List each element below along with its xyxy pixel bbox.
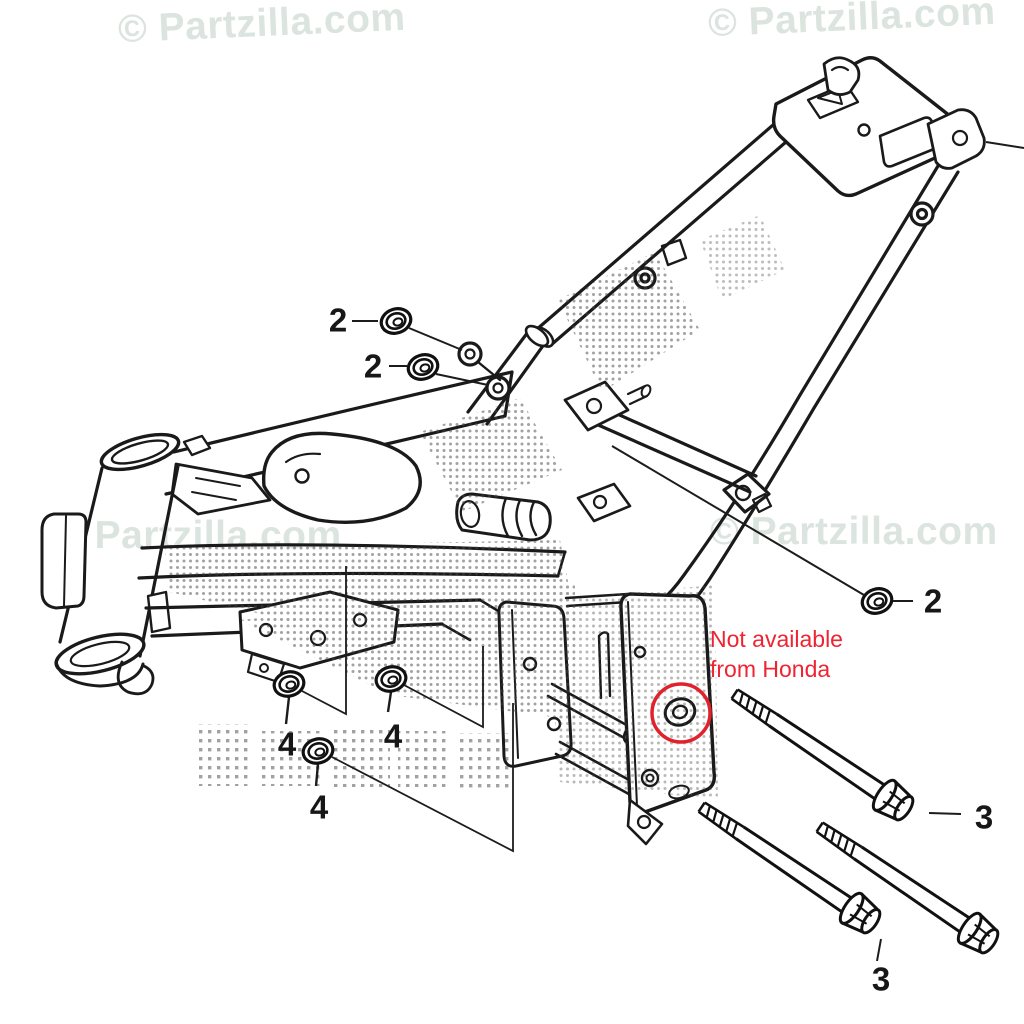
grommet-icon bbox=[857, 583, 897, 619]
grommet-icon bbox=[403, 349, 443, 385]
callout-2: 2 bbox=[923, 582, 943, 620]
not-available-highlight-circle bbox=[650, 682, 712, 744]
grommet-icon bbox=[376, 303, 416, 339]
tank-mount-bracket bbox=[261, 431, 422, 524]
callout-2: 2 bbox=[328, 301, 348, 339]
rear-carrier-plate bbox=[771, 56, 986, 198]
steering-head bbox=[40, 432, 181, 696]
callout-4: 4 bbox=[277, 725, 297, 763]
watermark-dot-band bbox=[196, 724, 512, 789]
callout-3: 3 bbox=[974, 798, 994, 836]
leader-lines bbox=[284, 141, 1024, 962]
flange-bolt-icon bbox=[690, 791, 888, 941]
flange-bolt-icon bbox=[723, 678, 921, 828]
front-mount-bracket-cluster bbox=[457, 324, 652, 523]
not-available-note: Not available from Honda bbox=[710, 624, 843, 684]
note-line-1: Not available bbox=[710, 626, 843, 652]
callout-2: 2 bbox=[363, 347, 383, 385]
halftone-shading bbox=[165, 215, 785, 800]
leader-to-offscreen-part bbox=[985, 141, 1024, 149]
main-backbone bbox=[164, 370, 514, 524]
callout-4: 4 bbox=[383, 717, 403, 755]
callout-3: 3 bbox=[871, 960, 891, 998]
cross-tube bbox=[594, 406, 758, 494]
flange-bolts bbox=[690, 678, 1006, 961]
note-line-2: from Honda bbox=[710, 656, 831, 682]
callout-4: 4 bbox=[309, 788, 329, 826]
